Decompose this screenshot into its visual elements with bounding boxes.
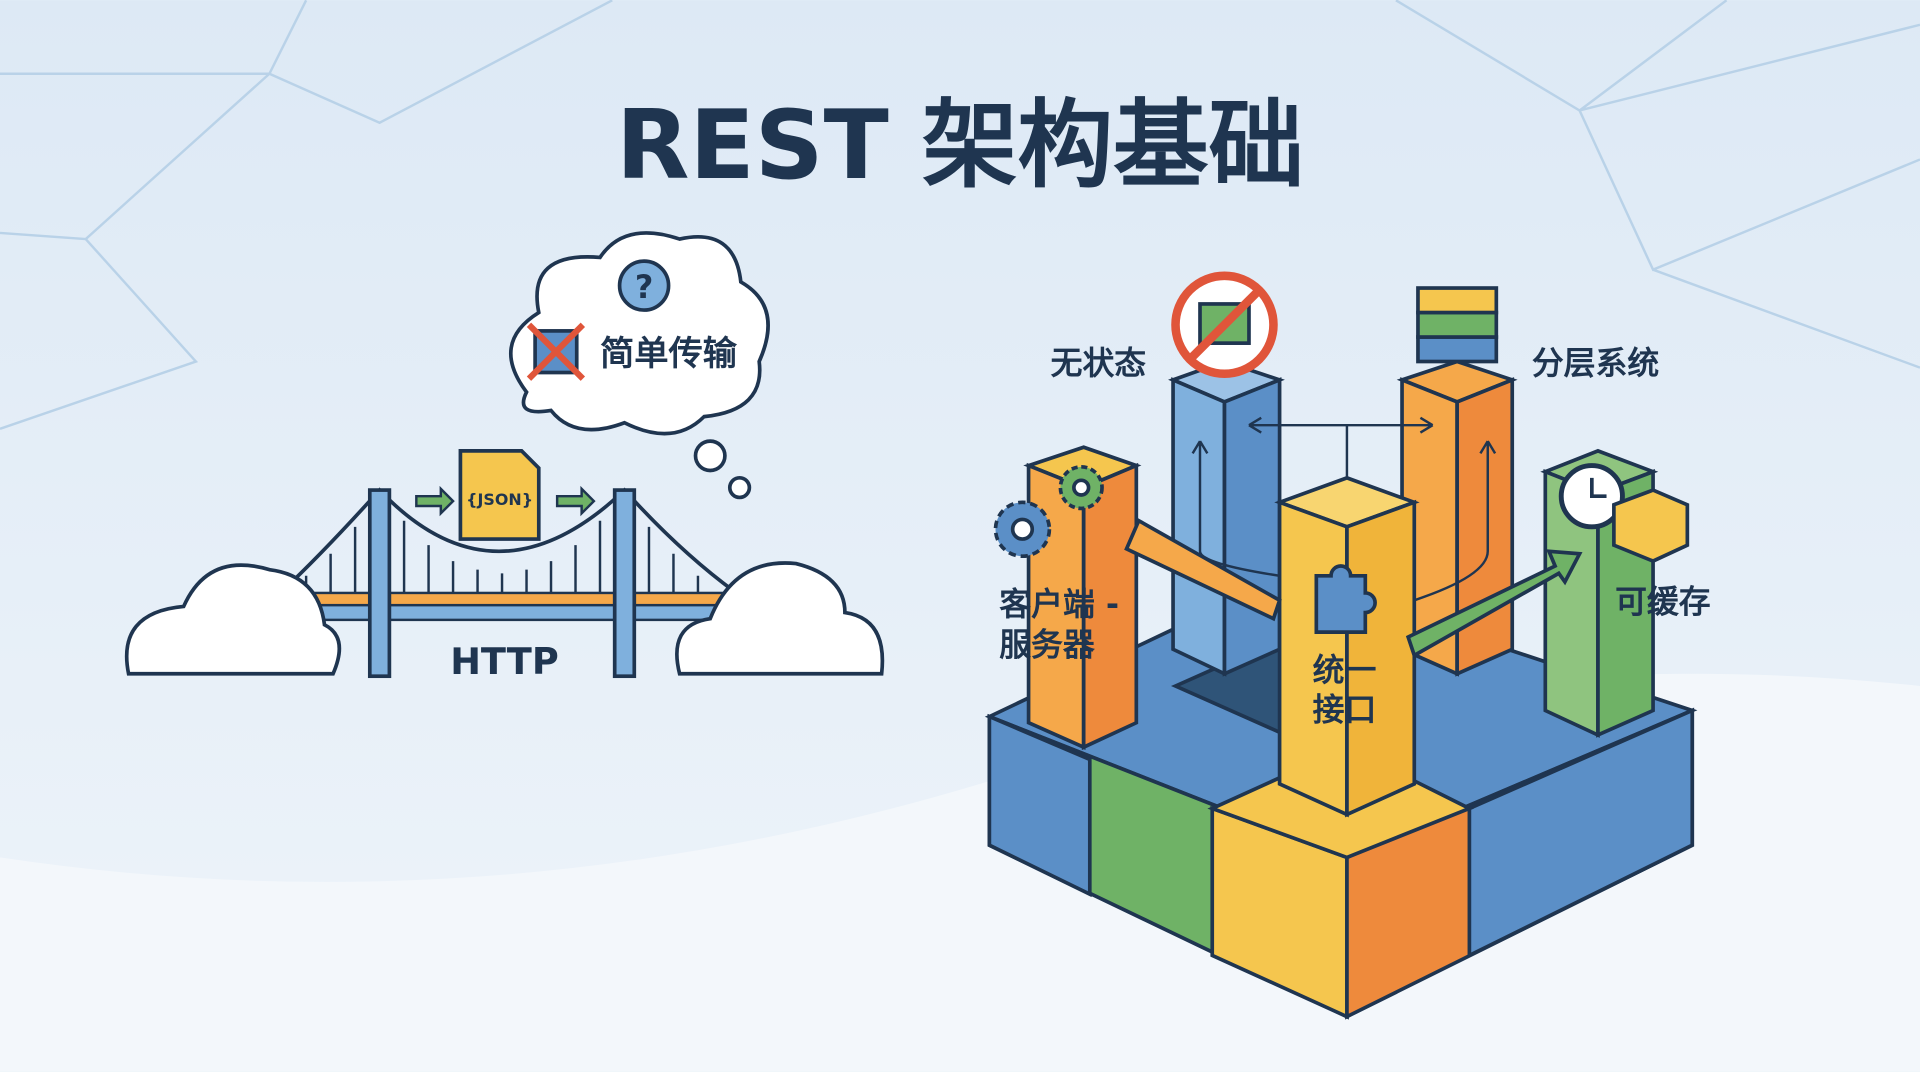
arrow-cacheable [1405,549,1583,659]
label-layered-system: 分层系统 [1532,344,1659,382]
svg-text:{JSON}: {JSON} [466,490,533,509]
arrow-right-icon [555,485,596,517]
arrow-right-icon [415,485,455,517]
svg-text:简单传输: 简单传输 [600,334,738,374]
label-client-server-2: 服务器 [999,625,1096,663]
label-uniform-interface-2: 接口 [1313,690,1377,728]
box-icon [1612,488,1690,564]
label-stateless: 无状态 [1051,344,1147,382]
label-client-server-1: 客户端 - [999,585,1119,623]
layers-icon [1416,335,1499,364]
pillar-uniform-interface [1274,475,1420,818]
label-uniform-interface-1: 统一 [1313,651,1377,689]
pillar-client-server [993,445,1142,751]
background-polygons [0,0,1920,431]
http-bridge: HTTP {JSON} [124,449,885,683]
page-title: REST 架构基础 [616,89,1304,201]
arrow-client-server [1124,518,1282,622]
pillar-cacheable [1540,448,1690,738]
svg-text:?: ? [635,268,653,306]
puzzle-platform [984,573,1698,1020]
left-cloud [124,563,342,676]
label-cacheable: 可缓存 [1615,583,1711,621]
right-cloud [675,561,885,676]
question-icon [617,259,671,312]
svg-text:HTTP: HTTP [450,640,559,683]
json-file-icon [458,449,541,541]
thought-cloud: ? 简单传输 [509,231,770,500]
puzzle-piece-icon [1314,564,1377,634]
arrow-layered-stateless [1248,416,1434,478]
